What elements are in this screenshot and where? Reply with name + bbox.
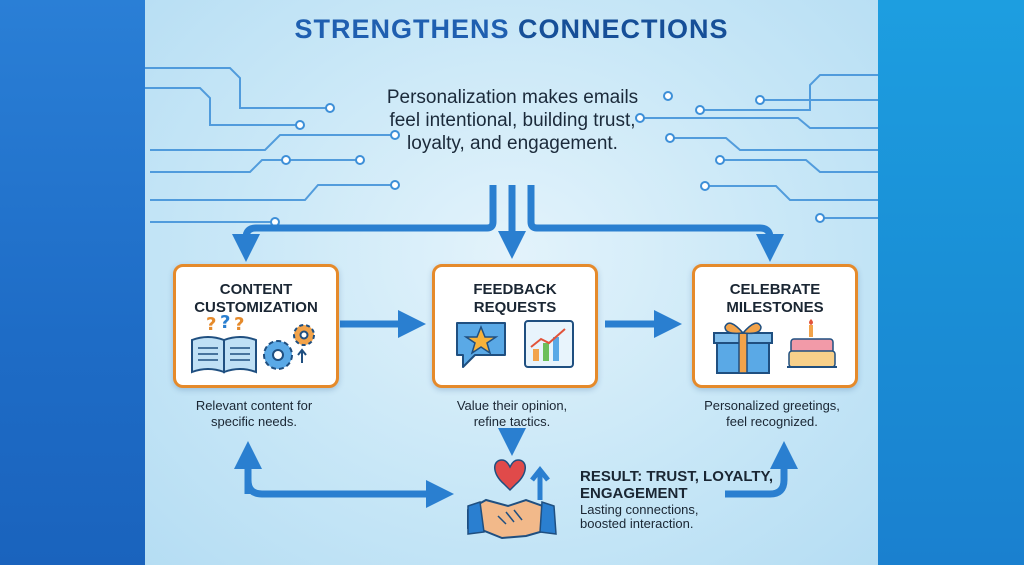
arrow-to-celebrate-milestones: [527, 185, 784, 262]
up-arrow-icon: [530, 465, 550, 500]
svg-text:?: ?: [220, 312, 230, 333]
arrow-loop-right: [725, 441, 798, 498]
growth-chart-icon: [524, 320, 574, 368]
card-description: Value their opinion, refine tactics.: [456, 398, 568, 429]
card-description: Relevant content for specific needs.: [195, 398, 313, 429]
heart-icon: [494, 459, 526, 492]
result-title: RESULT: TRUST, LOYALTY, ENGAGEMENT: [580, 468, 774, 502]
result-icon-group: [467, 459, 557, 540]
card-title: Celebrate Milestones: [726, 281, 824, 316]
gears-icon: [263, 324, 315, 370]
card-description: Personalized greetings, feel recognized.: [704, 398, 840, 429]
result-description: Lasting connections, boosted interaction…: [580, 502, 699, 531]
card-title: Content Customization: [194, 281, 318, 316]
svg-text:?: ?: [234, 314, 244, 335]
left-background-strip: [0, 0, 145, 565]
card-content-customization: Content Customization ? ? ?: [173, 264, 339, 388]
arrow-to-content-customization: [232, 185, 497, 262]
intro-text: Personalization makes emails feel intent…: [386, 87, 639, 154]
page-title: STRENGTHENS CONNECTIONS: [294, 14, 729, 44]
gift-box-icon: [713, 322, 773, 374]
right-background-strip: [878, 0, 1024, 565]
card-feedback-requests: Feedback Requests: [432, 264, 598, 388]
open-book-icon: ? ? ?: [191, 312, 257, 374]
birthday-cake-icon: [787, 319, 837, 368]
card-title: Feedback Requests: [473, 281, 557, 316]
svg-text:?: ?: [206, 314, 216, 335]
arrow-loop-left: [244, 460, 454, 508]
card-celebrate-milestones: Celebrate Milestones: [692, 264, 858, 388]
handshake-icon: [467, 498, 557, 540]
star-speech-bubble-icon: [456, 322, 506, 368]
